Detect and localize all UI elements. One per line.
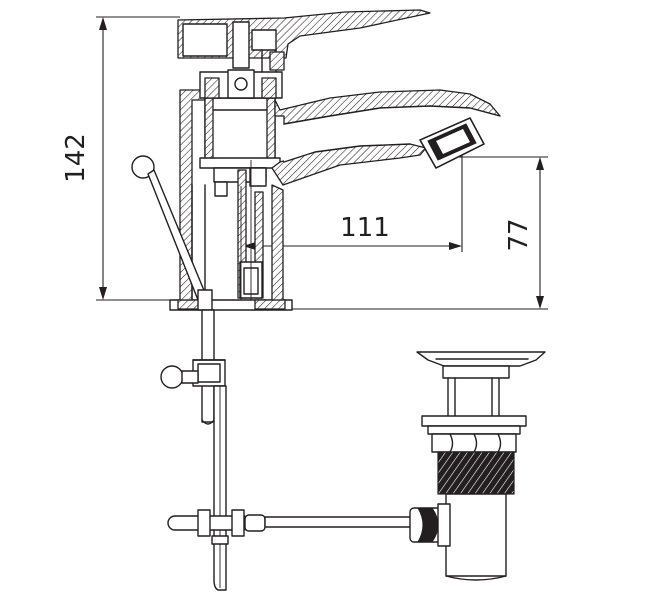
dimension-height-total: 142	[61, 16, 180, 301]
dimension-spout-height: 77	[290, 156, 548, 310]
clip-screw	[160, 365, 184, 389]
faucet-body	[169, 9, 501, 311]
dimension-label-142: 142	[61, 133, 91, 183]
linkage-assembly	[160, 359, 416, 591]
lift-rod-knob	[131, 155, 155, 179]
dimension-spout-reach: 111	[243, 155, 463, 252]
popup-waste	[409, 351, 546, 581]
dimension-label-111: 111	[340, 213, 390, 243]
dimension-label-77: 77	[504, 218, 534, 251]
